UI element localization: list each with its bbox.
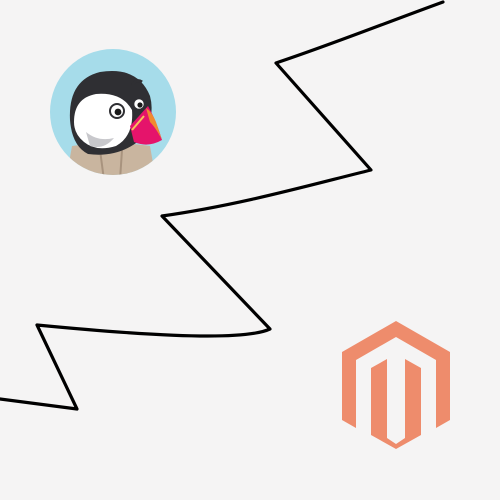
magento-mark-icon — [342, 321, 450, 449]
zigzag-divider-line — [0, 0, 445, 411]
puffin-beak — [130, 106, 162, 145]
